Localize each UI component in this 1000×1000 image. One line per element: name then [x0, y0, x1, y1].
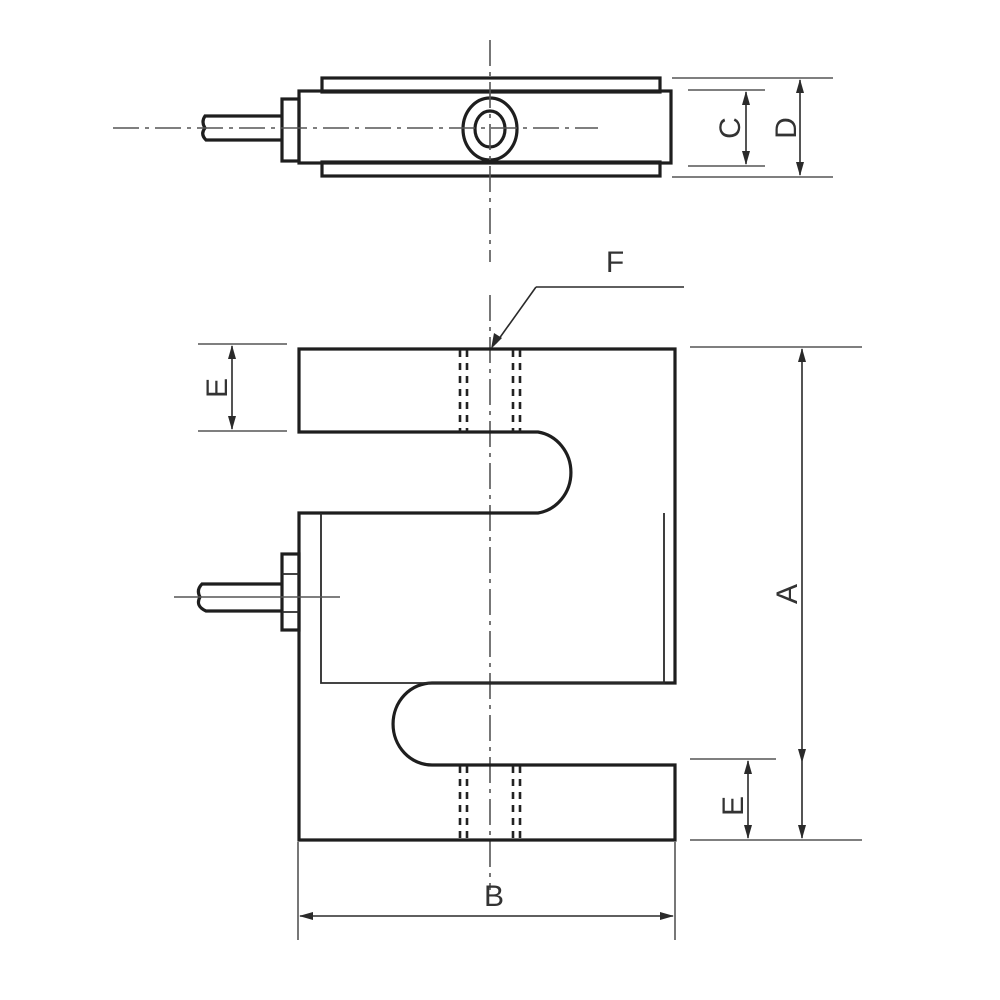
label-c: C	[714, 117, 747, 139]
arrow-icon	[796, 79, 804, 93]
dimension-e-bottom: E	[690, 758, 776, 839]
arrow-icon	[660, 912, 674, 920]
label-e-top: E	[201, 378, 234, 398]
front-view	[174, 347, 677, 842]
arrow-icon	[798, 749, 806, 763]
label-b: B	[484, 880, 504, 913]
top-view	[113, 76, 673, 178]
s-body-outline	[297, 347, 677, 842]
arrow-icon	[796, 162, 804, 176]
arrow-icon	[798, 348, 806, 362]
label-d: D	[770, 117, 803, 139]
top-view-body	[297, 89, 673, 165]
label-e-bottom: E	[717, 796, 750, 816]
dimension-c-d: C D	[672, 77, 833, 178]
arrow-icon	[299, 912, 313, 920]
arrow-icon	[228, 416, 236, 430]
cable-gland-front	[280, 552, 301, 632]
dimension-b: B	[297, 842, 676, 940]
dimension-e-top: E	[198, 343, 287, 432]
arrow-icon	[798, 825, 806, 839]
dimension-a: A	[690, 346, 862, 841]
label-f: F	[606, 246, 624, 279]
arrow-icon	[744, 825, 752, 839]
arrow-icon	[744, 760, 752, 774]
arrow-icon	[491, 333, 502, 349]
arrow-icon	[742, 151, 750, 165]
arrow-icon	[228, 345, 236, 359]
label-a: A	[771, 584, 804, 604]
cable-gland-top	[280, 97, 301, 163]
arrow-icon	[742, 91, 750, 105]
gauge-cover	[320, 513, 665, 684]
leader-line	[495, 286, 537, 344]
leader-f: F	[491, 246, 684, 349]
